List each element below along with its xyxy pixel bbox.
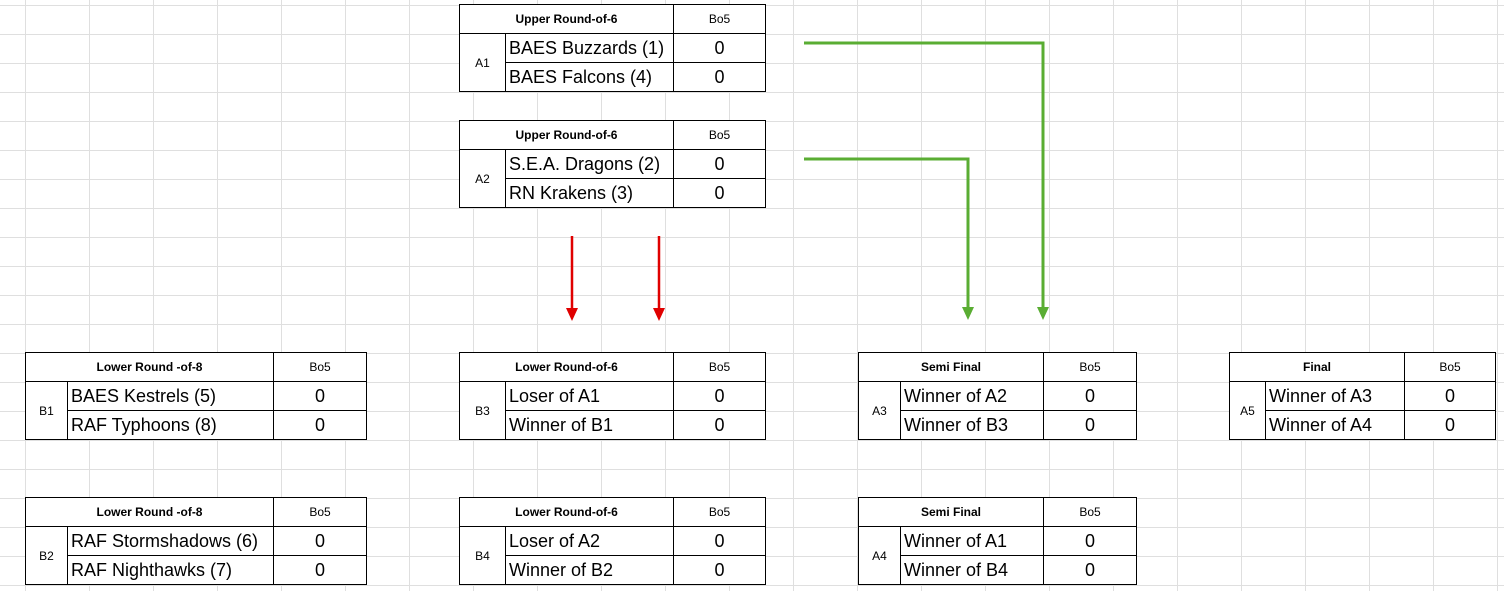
team-1[interactable]: BAES Buzzards (1) (506, 34, 674, 63)
round-title[interactable]: Upper Round-of-6 (460, 5, 674, 34)
match-id[interactable]: A3 (859, 382, 901, 439)
round-title[interactable]: Lower Round -of-8 (26, 498, 274, 527)
team-1[interactable]: BAES Kestrels (5) (68, 382, 274, 411)
match-a1: Upper Round-of-6 Bo5 A1 BAES Buzzards (1… (459, 4, 766, 92)
round-title[interactable]: Upper Round-of-6 (460, 121, 674, 150)
score-1[interactable]: 0 (274, 527, 366, 556)
match-a2: Upper Round-of-6 Bo5 A2 S.E.A. Dragons (… (459, 120, 766, 208)
score-2[interactable]: 0 (714, 559, 725, 580)
match-id[interactable]: B3 (460, 382, 506, 439)
round-title[interactable]: Lower Round -of-8 (26, 353, 274, 382)
score-2[interactable]: 0 (714, 182, 725, 203)
round-title[interactable]: Lower Round-of-6 (460, 498, 674, 527)
score-1[interactable]: 0 (1044, 382, 1136, 411)
match-id[interactable]: A2 (460, 150, 506, 207)
team-2[interactable]: Winner of B1 (506, 411, 674, 439)
format-label[interactable]: Bo5 (674, 498, 765, 527)
round-title[interactable]: Semi Final (859, 498, 1044, 527)
team-2[interactable]: RN Krakens (3) (506, 179, 674, 207)
team-2[interactable]: RAF Nighthawks (7) (68, 556, 274, 584)
match-id[interactable]: B4 (460, 527, 506, 584)
team-1[interactable]: Winner of A1 (901, 527, 1044, 556)
match-id[interactable]: A1 (460, 34, 506, 91)
winner-arrow-a1 (804, 41, 1049, 320)
format-label[interactable]: Bo5 (274, 353, 366, 382)
score-2[interactable]: 0 (714, 414, 725, 435)
match-b4: Lower Round-of-6 Bo5 B4 Loser of A2 0 Wi… (459, 497, 766, 585)
round-title[interactable]: Final (1230, 353, 1405, 382)
format-label[interactable]: Bo5 (1044, 353, 1136, 382)
team-2[interactable]: RAF Typhoons (8) (68, 411, 274, 439)
match-b2: Lower Round -of-8 Bo5 B2 RAF Stormshadow… (25, 497, 367, 585)
match-id[interactable]: A4 (859, 527, 901, 584)
round-title[interactable]: Lower Round-of-6 (460, 353, 674, 382)
match-id[interactable]: A5 (1230, 382, 1266, 439)
format-label[interactable]: Bo5 (1405, 353, 1495, 382)
team-1[interactable]: Winner of A2 (901, 382, 1044, 411)
score-2[interactable]: 0 (1444, 414, 1455, 435)
match-b3: Lower Round-of-6 Bo5 B3 Loser of A1 0 Wi… (459, 352, 766, 440)
score-2[interactable]: 0 (1084, 559, 1095, 580)
score-2[interactable]: 0 (714, 66, 725, 87)
score-2[interactable]: 0 (1084, 414, 1095, 435)
round-title[interactable]: Semi Final (859, 353, 1044, 382)
team-2[interactable]: Winner of B3 (901, 411, 1044, 439)
loser-arrow-a2 (653, 236, 665, 321)
score-1[interactable]: 0 (674, 150, 765, 179)
team-2[interactable]: BAES Falcons (4) (506, 63, 674, 91)
score-2[interactable]: 0 (314, 559, 325, 580)
team-2[interactable]: Winner of A4 (1266, 411, 1405, 439)
match-a4: Semi Final Bo5 A4 Winner of A1 0 Winner … (858, 497, 1137, 585)
score-1[interactable]: 0 (674, 34, 765, 63)
match-a5: Final Bo5 A5 Winner of A3 0 Winner of A4… (1229, 352, 1496, 440)
winner-arrow-a2 (804, 157, 974, 320)
team-2[interactable]: Winner of B4 (901, 556, 1044, 584)
team-2[interactable]: Winner of B2 (506, 556, 674, 584)
score-1[interactable]: 0 (1405, 382, 1495, 411)
loser-arrow-a1 (566, 236, 578, 321)
format-label[interactable]: Bo5 (674, 5, 765, 34)
score-1[interactable]: 0 (274, 382, 366, 411)
team-1[interactable]: Loser of A2 (506, 527, 674, 556)
format-label[interactable]: Bo5 (274, 498, 366, 527)
team-1[interactable]: S.E.A. Dragons (2) (506, 150, 674, 179)
match-id[interactable]: B1 (26, 382, 68, 439)
team-1[interactable]: Winner of A3 (1266, 382, 1405, 411)
format-label[interactable]: Bo5 (674, 121, 765, 150)
team-1[interactable]: RAF Stormshadows (6) (68, 527, 274, 556)
match-b1: Lower Round -of-8 Bo5 B1 BAES Kestrels (… (25, 352, 367, 440)
format-label[interactable]: Bo5 (1044, 498, 1136, 527)
score-1[interactable]: 0 (1044, 527, 1136, 556)
score-2[interactable]: 0 (314, 414, 325, 435)
score-1[interactable]: 0 (674, 382, 765, 411)
team-1[interactable]: Loser of A1 (506, 382, 674, 411)
match-id[interactable]: B2 (26, 527, 68, 584)
match-a3: Semi Final Bo5 A3 Winner of A2 0 Winner … (858, 352, 1137, 440)
score-1[interactable]: 0 (674, 527, 765, 556)
format-label[interactable]: Bo5 (674, 353, 765, 382)
